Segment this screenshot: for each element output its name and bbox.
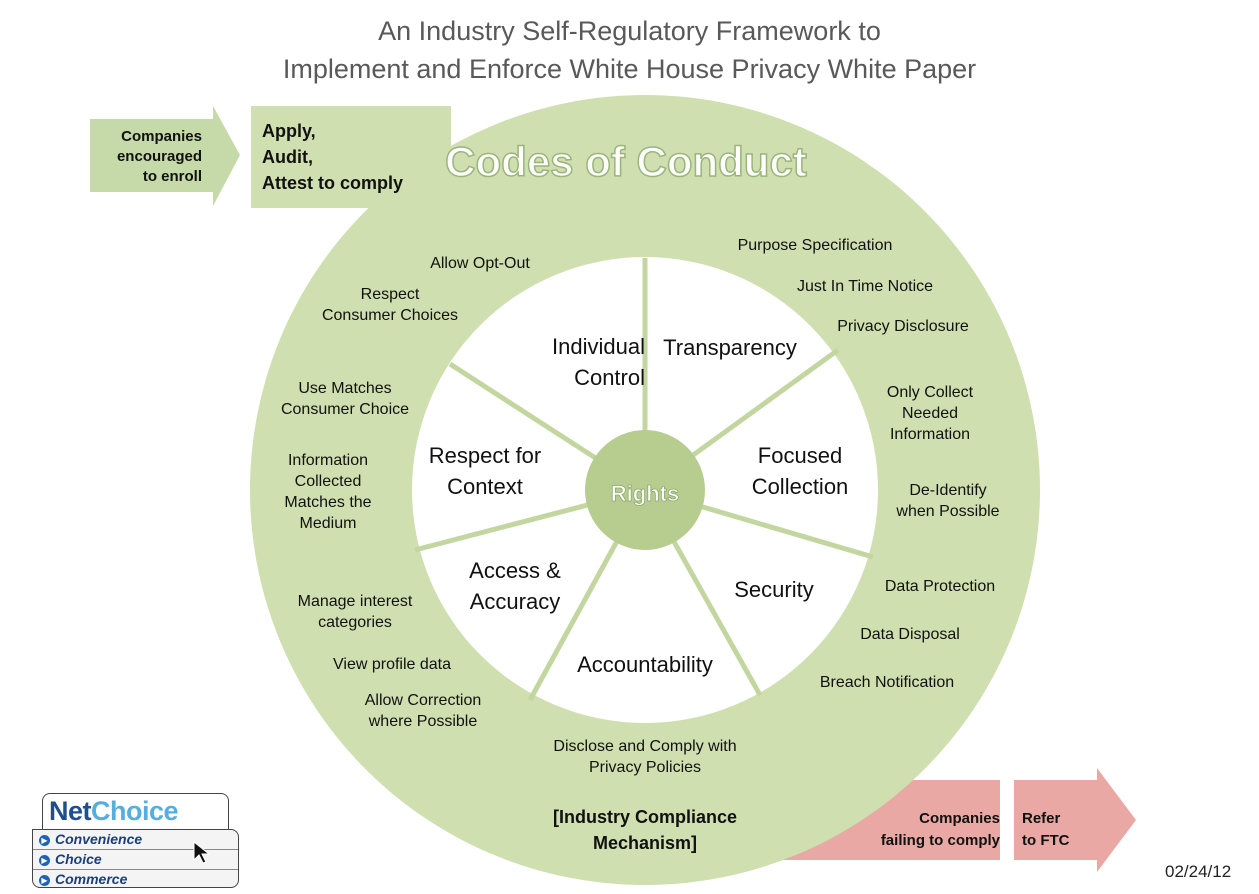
label-disclose-comply-line-2: Privacy Policies [588,759,702,776]
enroll-text: Companies encouraged to enroll [92,127,202,187]
apply-line-1: Apply, [262,121,316,141]
enroll-arrow [90,106,240,206]
label-purpose-specification: Purpose Specification [737,237,893,254]
slice-individual-control-line-2: Control [574,365,645,390]
netchoice-logo-name: NetChoice [49,796,179,827]
netchoice-logo-choice: Choice [91,796,179,826]
label-compliance-mechanism-line-2: Mechanism] [592,833,698,853]
slice-access-accuracy-line-2: Accuracy [469,589,561,614]
slice-respect-context-line-1: Respect for [428,443,542,468]
play-icon: ▶ [39,854,50,866]
label-info-collected-line-1: Information [287,452,369,469]
play-icon: ▶ [39,834,50,846]
label-info-collected-line-2: Collected [294,473,362,490]
label-respect-choices: Respect Consumer Choices [300,284,480,326]
label-disclose-comply: Disclose and Comply with Privacy Policie… [520,736,770,778]
slice-focused-collection-line-2: Collection [751,474,849,499]
slice-individual-control-line-1: Individual [552,334,645,359]
slice-focused-collection-line-1: Focused [757,443,843,468]
netchoice-logo-header: NetChoice [42,793,229,830]
label-info-collected-line-4: Medium [299,515,357,532]
netchoice-item-convenience: ▶ Convenience [33,830,238,850]
label-de-identify: De-Identify when Possible [888,480,1008,522]
slice-security: Security [734,577,814,602]
label-info-collected: Information Collected Matches the Medium [263,450,393,534]
slice-individual-control: Individual Control [495,331,645,393]
label-privacy-disclosure: Privacy Disclosure [837,318,969,335]
play-icon: ▶ [39,874,50,886]
netchoice-item-choice-label: Choice [55,851,102,867]
rights-hub [585,430,705,550]
label-respect-choices-line-2: Consumer Choices [321,307,459,324]
slice-respect-context: Respect for Context [410,440,560,502]
label-allow-correction-line-2: where Possible [368,713,478,730]
label-use-matches-line-2: Consumer Choice [280,401,410,418]
cursor-icon [193,841,211,864]
label-view-profile: View profile data [333,656,451,673]
netchoice-item-choice: ▶ Choice [33,850,238,870]
ftc-line-2: to FTC [1022,832,1070,849]
hub-label: Rights [611,481,679,506]
label-manage-interest-line-1: Manage interest [297,593,413,610]
enroll-line-2: encouraged [116,148,202,165]
failing-text: Companies failing to comply [840,808,1000,852]
netchoice-logo: NetChoice ▶Convenience ▶Choice ▶Commerce [32,793,240,889]
ftc-line-1: Refer [1022,810,1061,827]
title-line-2: Implement and Enforce White House Privac… [282,54,977,84]
enroll-line-1: Companies [121,128,202,145]
enroll-line-3: to enroll [142,168,202,185]
slice-transparency: Transparency [663,335,797,360]
label-info-collected-line-3: Matches the [284,494,372,511]
apply-text: Apply, Audit, Attest to comply [262,118,403,196]
ftc-text: Refer to FTC [1022,808,1102,852]
slice-respect-context-line-2: Context [447,474,523,499]
slice-accountability: Accountability [577,652,713,677]
apply-box-fill [251,106,451,208]
ftc-arrow [1014,768,1136,872]
label-only-collect-line-3: Information [889,426,971,443]
title-line-1: An Industry Self-Regulatory Framework to [378,16,881,46]
label-compliance-mechanism: [Industry Compliance Mechanism] [515,804,775,856]
failing-line-2: failing to comply [880,832,1000,849]
label-just-in-time-notice: Just In Time Notice [796,278,934,295]
label-respect-choices-line-1: Respect [360,286,420,303]
label-data-protection: Data Protection [884,578,996,595]
label-data-disposal: Data Disposal [860,626,960,643]
slice-access-accuracy-line-1: Access & [469,558,561,583]
label-compliance-mechanism-line-1: [Industry Compliance [552,807,738,827]
apply-line-3: Attest to comply [262,173,404,193]
slice-access-accuracy: Access & Accuracy [440,555,590,617]
ring-title: Codes of Conduct [445,138,807,185]
label-manage-interest-line-2: categories [318,614,392,631]
label-de-identify-line-1: De-Identify [909,482,987,499]
netchoice-item-commerce-label: Commerce [55,871,128,887]
date-stamp: 02/24/12 [1165,862,1232,881]
label-only-collect: Only Collect Needed Information [875,382,985,445]
netchoice-item-convenience-label: Convenience [55,831,143,847]
slice-focused-collection: Focused Collection [720,440,880,502]
label-breach-notification: Breach Notification [819,674,955,691]
label-allow-opt-out: Allow Opt-Out [430,255,530,272]
failing-line-1: Companies [919,810,1000,827]
label-manage-interest: Manage interest categories [280,591,430,633]
netchoice-logo-net: Net [49,796,92,826]
netchoice-item-commerce: ▶ Commerce [33,870,238,887]
label-use-matches: Use Matches Consumer Choice [265,378,425,420]
label-de-identify-line-2: when Possible [896,503,1000,520]
label-only-collect-line-1: Only Collect [886,384,974,401]
label-use-matches-line-1: Use Matches [298,380,392,397]
label-only-collect-line-2: Needed [901,405,959,422]
apply-line-2: Audit, [262,147,313,167]
label-allow-correction: Allow Correction where Possible [343,690,503,732]
label-disclose-comply-line-1: Disclose and Comply with [553,738,737,755]
label-allow-correction-line-1: Allow Correction [364,692,482,709]
